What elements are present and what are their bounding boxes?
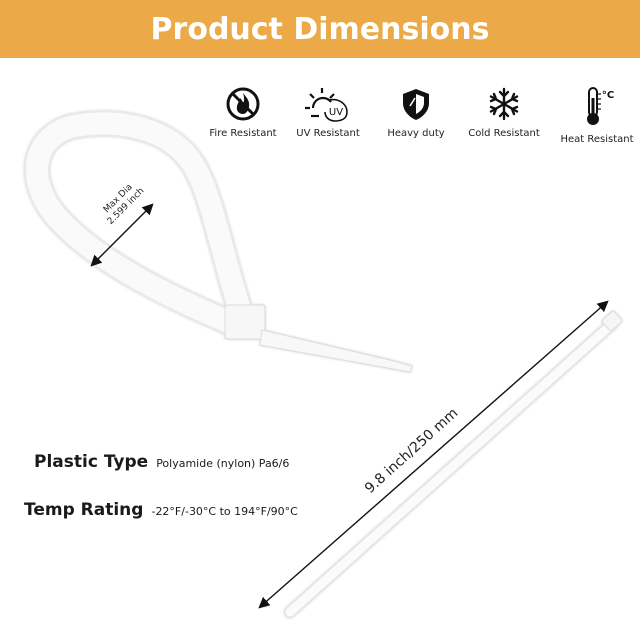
feature-icons-row: Fire Resistant UV UV Resistant Heavy dut…: [200, 86, 640, 156]
spec-plastic-type: Plastic Type Polyamide (nylon) Pa6/6: [34, 452, 289, 472]
looped-cable-tie: [24, 110, 413, 373]
feature-label: Heavy duty: [387, 128, 445, 139]
spec-value: -22°F/-30°C to 194°F/90°C: [151, 505, 298, 518]
shield-icon: [403, 89, 429, 120]
celsius-icon-text: °C: [602, 90, 614, 101]
feature-label: UV Resistant: [296, 128, 360, 139]
uv-sun-icon: UV: [305, 88, 348, 122]
page-title: Product Dimensions: [150, 11, 490, 47]
feature-cold-resistant: Cold Resistant: [454, 86, 554, 139]
spec-key: Temp Rating: [24, 500, 144, 520]
snowflake-icon: [489, 87, 519, 121]
length-arrow: [258, 300, 609, 609]
header-banner: Product Dimensions: [0, 0, 640, 58]
spec-value: Polyamide (nylon) Pa6/6: [156, 457, 290, 470]
feature-label: Fire Resistant: [209, 128, 277, 139]
feature-fire-resistant: Fire Resistant: [193, 86, 293, 139]
feature-uv-resistant: UV UV Resistant: [278, 86, 378, 139]
spec-temp-rating: Temp Rating -22°F/-30°C to 194°F/90°C: [24, 500, 298, 520]
feature-label: Heat Resistant: [560, 134, 634, 145]
loop-diameter-arrow: [90, 203, 154, 267]
no-fire-icon: [226, 87, 260, 121]
spec-key: Plastic Type: [34, 452, 149, 472]
feature-heavy-duty: Heavy duty: [366, 86, 466, 139]
feature-heat-resistant: °C Heat Resistant: [547, 86, 640, 145]
thermometer-icon: °C: [587, 87, 614, 125]
uv-icon-text: UV: [329, 107, 343, 118]
feature-label: Cold Resistant: [468, 128, 540, 139]
